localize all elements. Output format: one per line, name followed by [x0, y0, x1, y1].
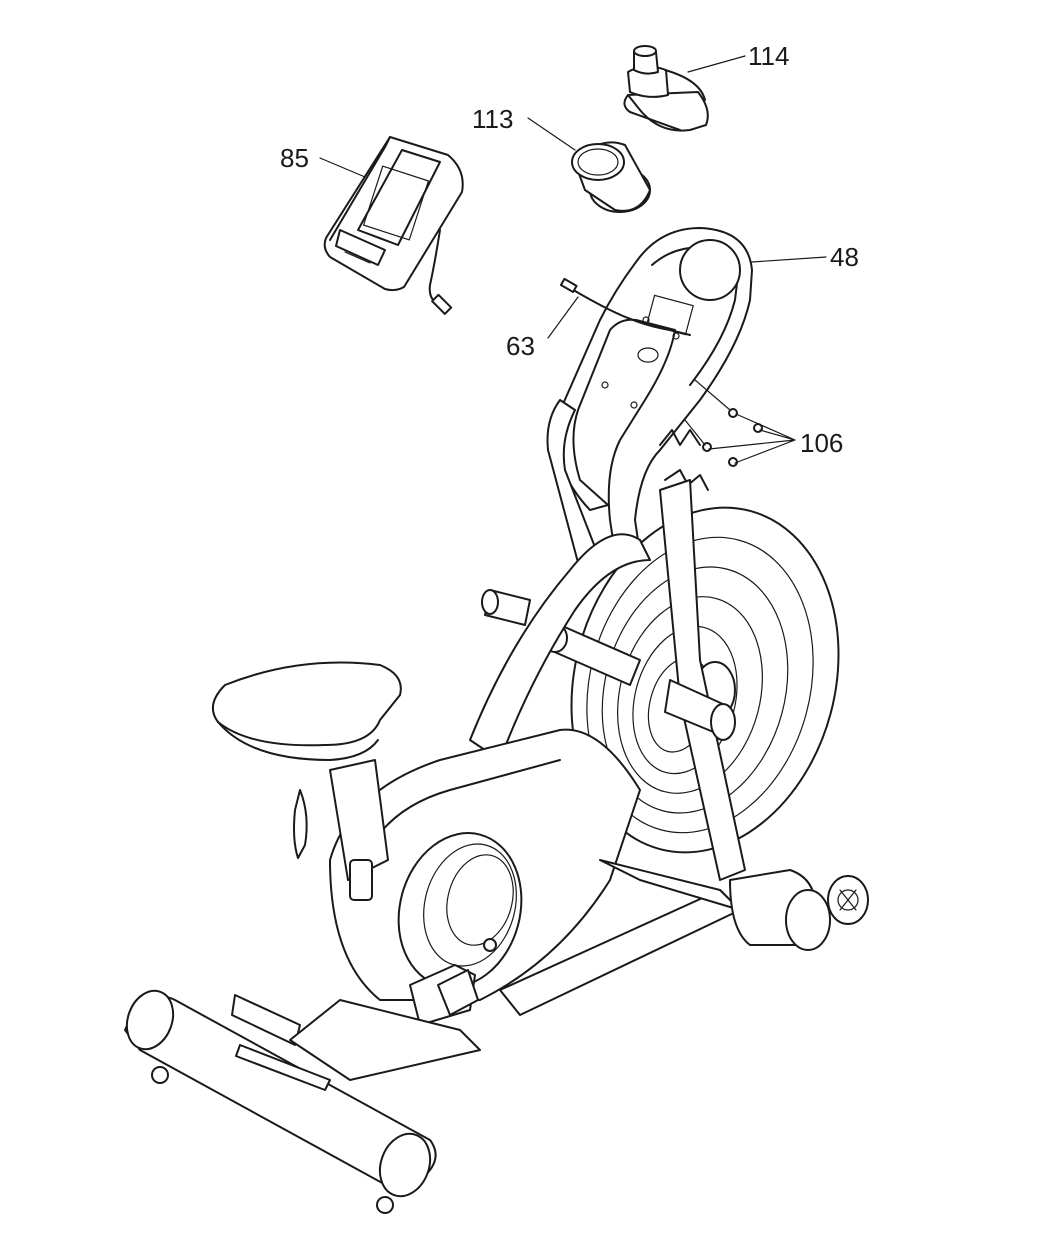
callout-85: 85 — [280, 143, 309, 173]
bike-assembly — [124, 399, 869, 1214]
console-part — [323, 136, 464, 315]
callout-labels: 114 113 85 48 63 106 — [280, 41, 859, 458]
callout-113: 113 — [472, 104, 513, 134]
callout-114: 114 — [748, 41, 789, 71]
callout-48: 48 — [830, 242, 859, 272]
callout-106: 106 — [800, 428, 843, 458]
wire-part — [559, 277, 691, 336]
callout-63: 63 — [506, 331, 535, 361]
bottle-holder-part — [571, 141, 651, 213]
water-bottle-part — [623, 45, 709, 132]
leader-lines — [319, 55, 827, 464]
upright-frame-part — [554, 227, 753, 621]
